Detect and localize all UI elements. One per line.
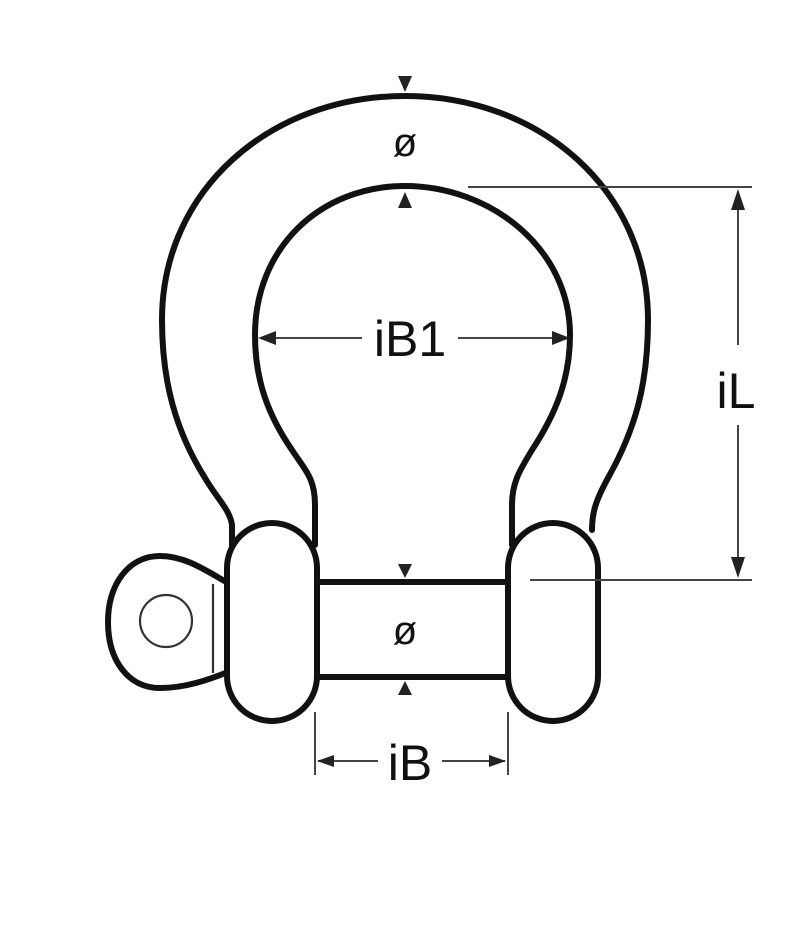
pin-diameter-arrow-bottom xyxy=(398,681,412,695)
label-inner-width-bow: iB1 xyxy=(374,311,446,367)
bow-diameter-arrow-bottom xyxy=(398,192,412,208)
label-inner-width-jaw: iB xyxy=(388,735,432,791)
bow-diameter-arrow-top xyxy=(398,76,412,92)
il-arrow-bottom xyxy=(731,557,745,578)
ib1-arrow-right xyxy=(552,331,570,345)
il-arrow-top xyxy=(731,189,745,210)
bow-outer-outline xyxy=(159,93,651,548)
label-inner-length: iL xyxy=(717,363,756,419)
left-collar xyxy=(224,520,320,724)
label-bow-diameter: ø xyxy=(393,121,417,165)
pin-diameter-arrow-top xyxy=(398,564,412,578)
ib-arrow-left xyxy=(317,755,334,767)
label-pin-diameter: ø xyxy=(393,609,417,653)
bow-inner-outline xyxy=(252,183,573,548)
pin-eye-outline xyxy=(105,553,231,691)
ib1-arrow-left xyxy=(258,331,276,345)
pin-eye-hole xyxy=(138,593,194,649)
ib-arrow-right xyxy=(489,755,506,767)
right-collar xyxy=(505,520,601,724)
